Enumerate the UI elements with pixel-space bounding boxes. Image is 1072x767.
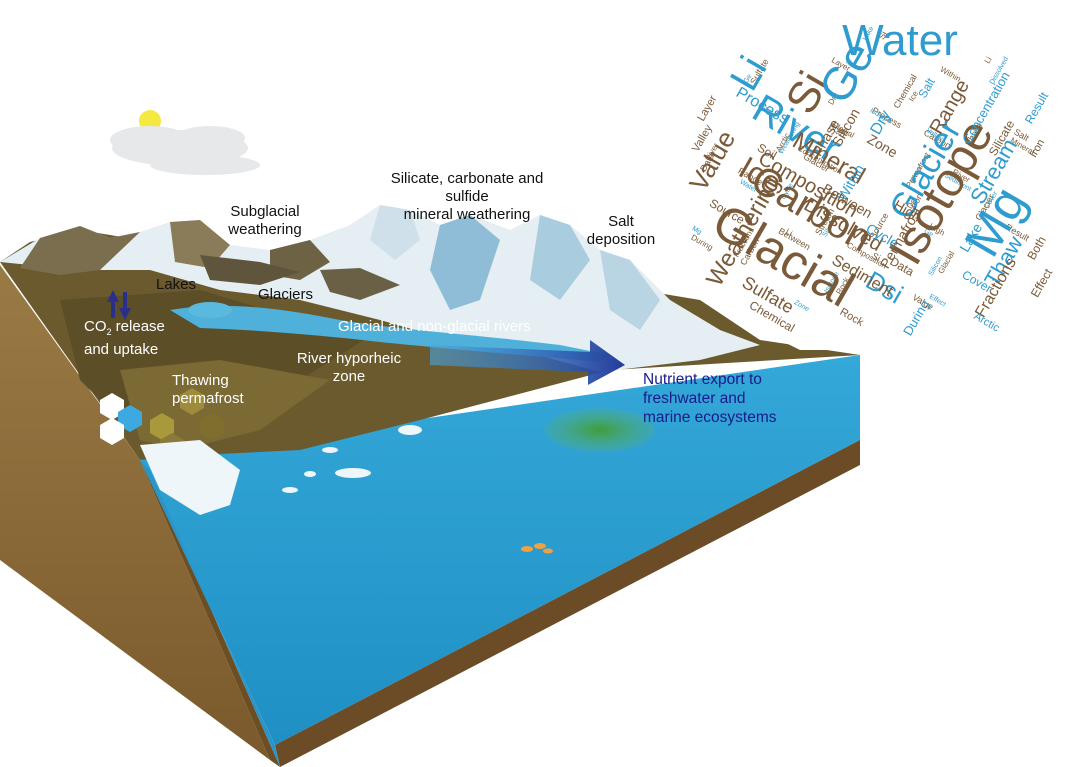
label-mineral-weathering: Silicate, carbonate and sulfide mineral … — [390, 170, 544, 223]
label-rivers: Glacial and non-glacial rivers — [338, 318, 531, 335]
cloud-icon — [110, 126, 260, 175]
word-cloud-word: Water — [842, 16, 958, 65]
label-salt-deposition: Salt deposition — [586, 213, 656, 248]
word-cloud-word: Mg — [691, 225, 703, 236]
label-hyporheic-zone: River hyporheic zone — [296, 350, 402, 385]
label-co2: CO2 release and uptake — [84, 318, 165, 358]
soil-cross-section — [0, 265, 280, 767]
label-glaciers: Glaciers — [258, 286, 314, 303]
word-cloud-word: Si — [870, 251, 882, 264]
nutrient-export-arrow — [430, 340, 625, 385]
word-cloud-word: Ge — [923, 228, 935, 239]
co2-flux-arrows-icon — [107, 290, 131, 320]
algae-bloom — [545, 408, 655, 452]
word-cloud-word: Li — [983, 55, 994, 65]
keyword-word-cloud: WaterLiSiGeRiverCarbonIsotopeGlacialGlac… — [680, 0, 1060, 350]
label-thawing-permafrost: Thawing permafrost — [172, 372, 244, 407]
label-subglacial-weathering: Subglacial weathering — [228, 203, 302, 238]
river — [170, 302, 610, 362]
mountains — [0, 205, 760, 372]
word-cloud-word: Ge — [743, 73, 754, 85]
label-lakes: Lakes — [156, 276, 197, 293]
ice-floes — [140, 425, 422, 515]
word-cloud-word: Si — [876, 29, 889, 41]
word-cloud-word: Li — [784, 227, 794, 238]
fish-icon — [521, 543, 553, 554]
label-nutrient-export: Nutrient export to freshwater and marine… — [643, 371, 777, 426]
water-front-face — [140, 355, 860, 767]
